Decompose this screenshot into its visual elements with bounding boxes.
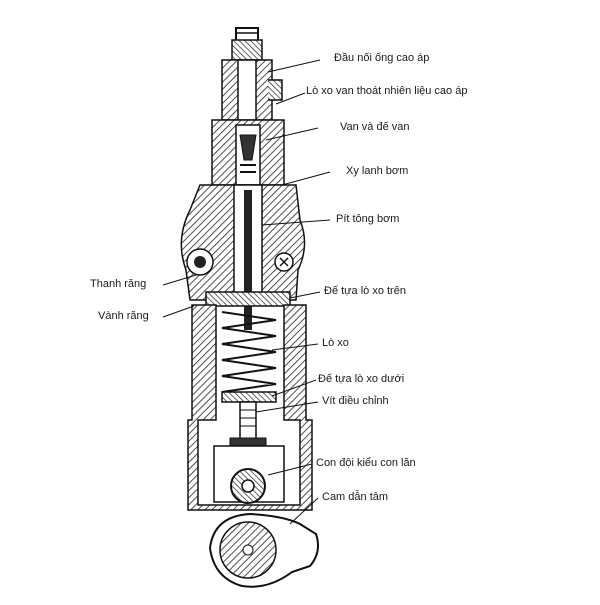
adjusting-screw xyxy=(229,401,267,447)
label-control-sleeve: Vành răng xyxy=(98,310,149,322)
cam xyxy=(208,512,319,588)
label-pump-plunger: Pít tông bơm xyxy=(336,213,400,225)
pump-barrel xyxy=(180,184,306,330)
delivery-valve-section xyxy=(211,119,285,186)
leader-lines xyxy=(162,59,331,525)
label-high-pressure-connector: Đầu nối ống cao áp xyxy=(334,52,430,64)
label-upper-spring-seat: Đế tựa lò xo trên xyxy=(324,285,406,297)
label-delivery-valve-spring: Lò xo van thoát nhiên liệu cao áp xyxy=(306,85,468,97)
label-cam: Cam dẫn tâm xyxy=(322,491,389,503)
label-valve-and-seat: Van và đế van xyxy=(340,121,410,133)
label-control-rack: Thanh răng xyxy=(90,278,147,290)
pump-housing xyxy=(187,304,313,511)
label-lower-spring-seat: Đế tựa lò xo dưới xyxy=(318,373,405,385)
high-pressure-connector xyxy=(221,27,283,121)
label-adjusting-screw: Vít điều chỉnh xyxy=(322,395,389,407)
label-pump-barrel: Xy lanh bơm xyxy=(346,165,409,177)
label-roller-tappet: Con đội kiểu con lăn xyxy=(316,457,416,469)
label-spring: Lò xo xyxy=(322,337,349,349)
roller-tappet xyxy=(213,445,285,504)
spring-seat-upper xyxy=(205,291,291,307)
